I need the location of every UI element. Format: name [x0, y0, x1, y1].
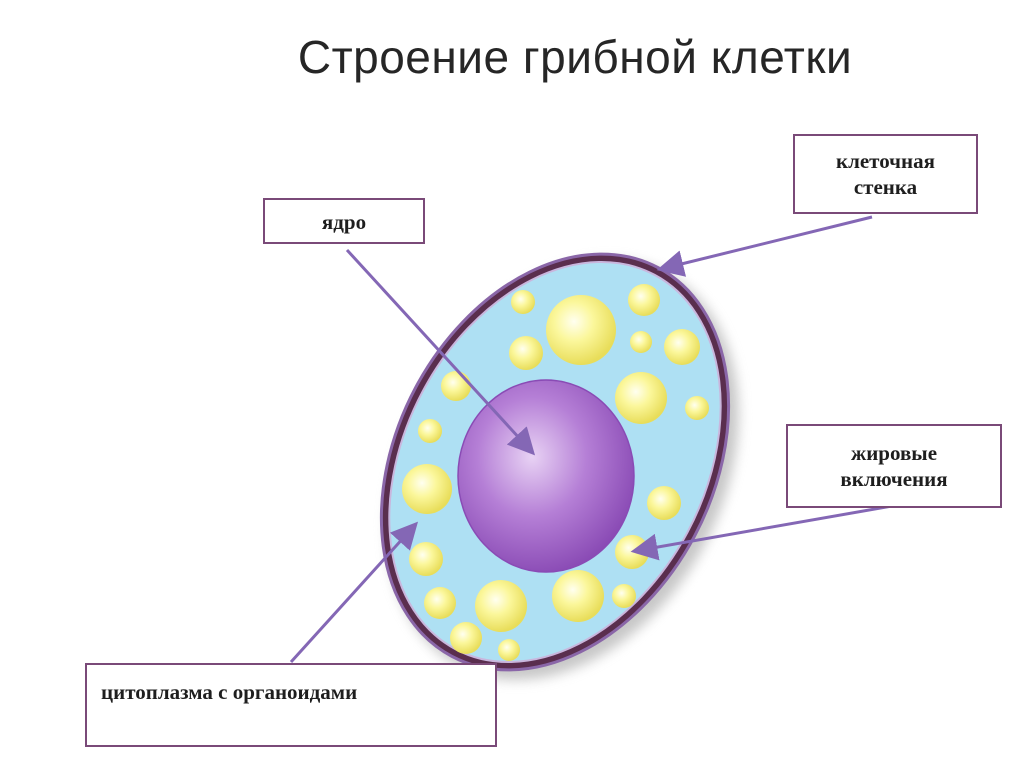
label-cell-wall-line2: стенка: [853, 175, 918, 199]
fat-droplet: [546, 295, 616, 365]
arrow-fat-inclusions: [630, 504, 893, 561]
label-nucleus-text: ядро: [321, 210, 367, 234]
fat-droplet: [509, 336, 543, 370]
fat-droplet: [441, 371, 471, 401]
fat-droplet: [628, 284, 660, 316]
fat-droplet: [418, 419, 442, 443]
label-cell-wall: клеточная стенка: [793, 134, 978, 214]
label-cytoplasm: цитоплазма с органоидами: [85, 663, 497, 747]
fat-droplet: [685, 396, 709, 420]
label-nucleus: ядро: [263, 198, 425, 244]
fat-droplet: [612, 584, 636, 608]
fat-droplet: [664, 329, 700, 365]
label-fat-line2: включения: [840, 467, 948, 491]
label-cell-wall-line1: клеточная: [835, 149, 935, 173]
fat-droplet: [475, 580, 527, 632]
arrow-cell-wall: [656, 215, 873, 277]
fat-droplet: [402, 464, 452, 514]
fat-droplet: [450, 622, 482, 654]
arrow-nucleus: [345, 248, 536, 456]
fat-droplet: [409, 542, 443, 576]
label-fat-line1: жировые: [850, 441, 938, 465]
diagram-title: Строение грибной клетки: [297, 31, 853, 83]
label-fat-inclusions: жировые включения: [786, 424, 1002, 508]
arrow-cytoplasm: [289, 521, 419, 664]
fat-droplet: [647, 486, 681, 520]
fat-droplet: [615, 372, 667, 424]
nucleus: [457, 379, 635, 573]
fat-droplet: [498, 639, 520, 661]
fat-droplet: [511, 290, 535, 314]
fat-droplet: [630, 331, 652, 353]
fat-inclusions: [402, 284, 709, 661]
fat-droplet: [615, 535, 649, 569]
fat-droplet: [424, 587, 456, 619]
label-cytoplasm-text: цитоплазма с органоидами: [101, 680, 358, 704]
fat-droplet: [552, 570, 604, 622]
